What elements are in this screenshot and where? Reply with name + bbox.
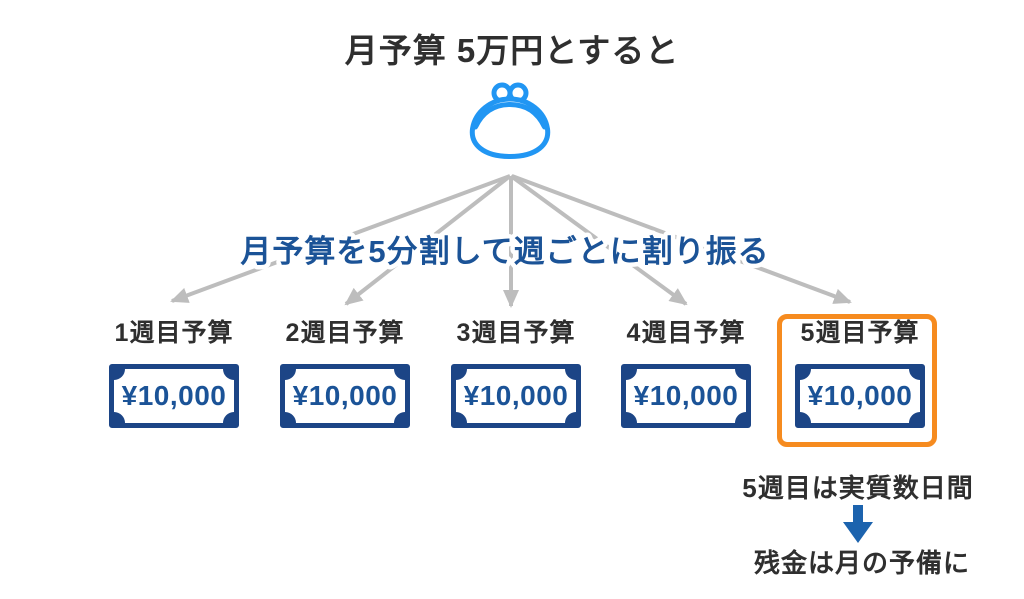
- week-column-4: 4週目予算 ¥10,000: [606, 318, 766, 428]
- bill-corner: [285, 412, 296, 423]
- footnote-line2: 残金は月の予備に: [753, 548, 970, 578]
- banner: 月予算を5分割して週ごとに割り振る: [236, 230, 773, 274]
- bill-corner: [626, 412, 637, 423]
- bill-corner: [626, 369, 637, 380]
- footnote-line1: 5週目は実質数日間: [742, 473, 974, 503]
- amount-value: ¥10,000: [463, 380, 569, 411]
- bill-corner: [223, 412, 234, 423]
- bill-corner: [223, 369, 234, 380]
- page-title: 月予算 5万円とすると: [344, 32, 680, 69]
- week-column-2: 2週目予算 ¥10,000: [265, 318, 425, 428]
- amount-value: ¥10,000: [807, 380, 913, 411]
- week-column-3: 3週目予算 ¥10,000: [436, 318, 596, 428]
- bill-corner: [456, 412, 467, 423]
- coin-purse-icon: [464, 82, 556, 166]
- amount-value: ¥10,000: [121, 380, 227, 411]
- week-column-1: 1週目予算 ¥10,000: [94, 318, 254, 428]
- bill-corner: [394, 412, 405, 423]
- week5-highlight-box: [777, 314, 937, 447]
- amount-value: ¥10,000: [633, 380, 739, 411]
- week-label: 1週目予算: [114, 319, 234, 347]
- bill-corner: [909, 412, 920, 423]
- bill-corner: [456, 369, 467, 380]
- bill-corner: [735, 369, 746, 380]
- amount-value: ¥10,000: [292, 380, 398, 411]
- week-label: 3週目予算: [456, 319, 576, 347]
- bill-corner: [114, 369, 125, 380]
- bill-corner: [565, 369, 576, 380]
- week-label: 5週目予算: [800, 319, 920, 347]
- bill-corner: [114, 412, 125, 423]
- week-label: 2週目予算: [285, 319, 405, 347]
- bill-corner: [735, 412, 746, 423]
- bill-corner: [394, 369, 405, 380]
- week-label: 4週目予算: [626, 319, 746, 347]
- bill-corner: [909, 369, 920, 380]
- banknote-icon: ¥10,000: [109, 364, 239, 428]
- banknote-icon: ¥10,000: [621, 364, 751, 428]
- banknote-icon: ¥10,000: [795, 364, 925, 428]
- bill-corner: [800, 369, 811, 380]
- week-column-5: 5週目予算 ¥10,000: [780, 318, 940, 428]
- banknote-icon: ¥10,000: [280, 364, 410, 428]
- bill-corner: [800, 412, 811, 423]
- bill-corner: [285, 369, 296, 380]
- down-arrow-icon: [841, 505, 875, 544]
- banner-text: 月予算を5分割して週ごとに割り振る: [240, 234, 769, 269]
- bill-corner: [565, 412, 576, 423]
- banknote-icon: ¥10,000: [451, 364, 581, 428]
